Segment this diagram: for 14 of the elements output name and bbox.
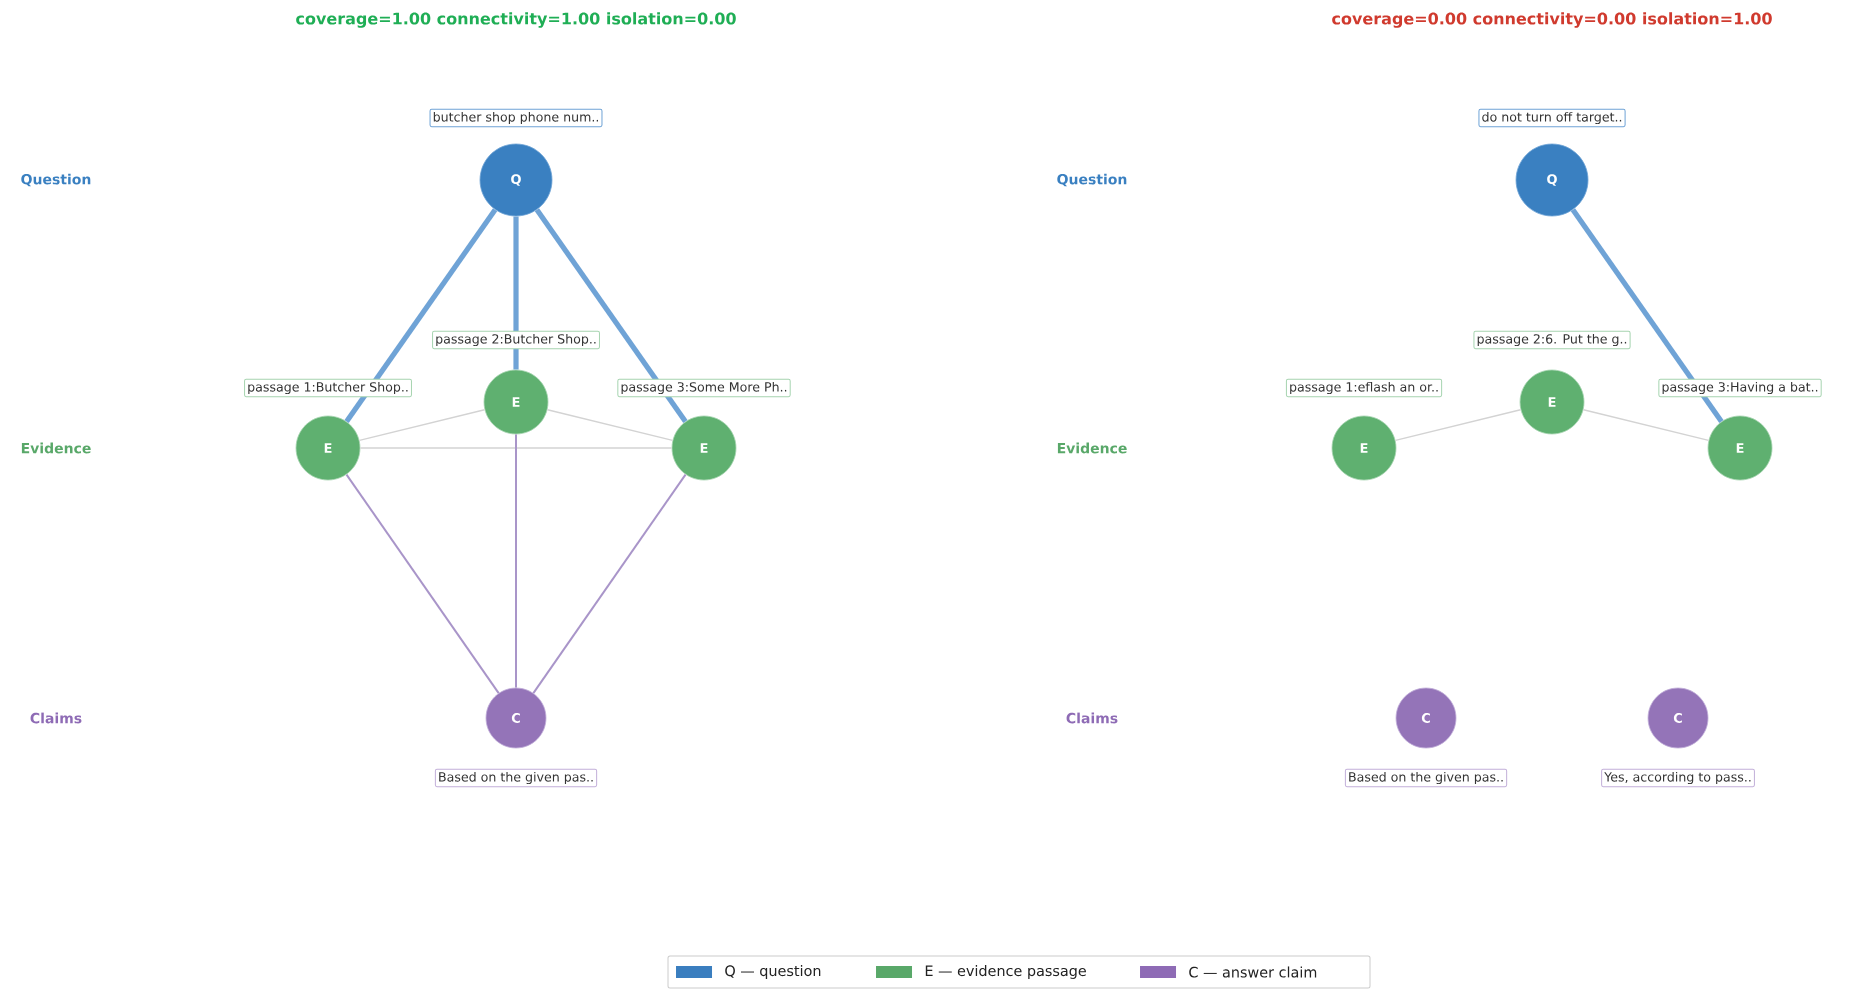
edge-line — [358, 409, 486, 441]
edge-line — [1582, 409, 1710, 441]
edge-line — [345, 473, 500, 695]
edge-line — [534, 208, 688, 423]
edge-line — [1570, 208, 1724, 423]
panel-title: coverage=1.00 connectivity=1.00 isolation=0.00 — [296, 12, 736, 28]
edge-line — [513, 216, 519, 370]
edge-line — [532, 473, 687, 695]
edge-line — [515, 433, 517, 689]
edge-line — [546, 409, 674, 441]
panel-title: coverage=0.00 connectivity=0.00 isolation=1.00 — [1332, 12, 1772, 28]
edge-line — [344, 208, 498, 423]
edge-line — [359, 447, 673, 449]
edge-line — [1394, 409, 1522, 441]
